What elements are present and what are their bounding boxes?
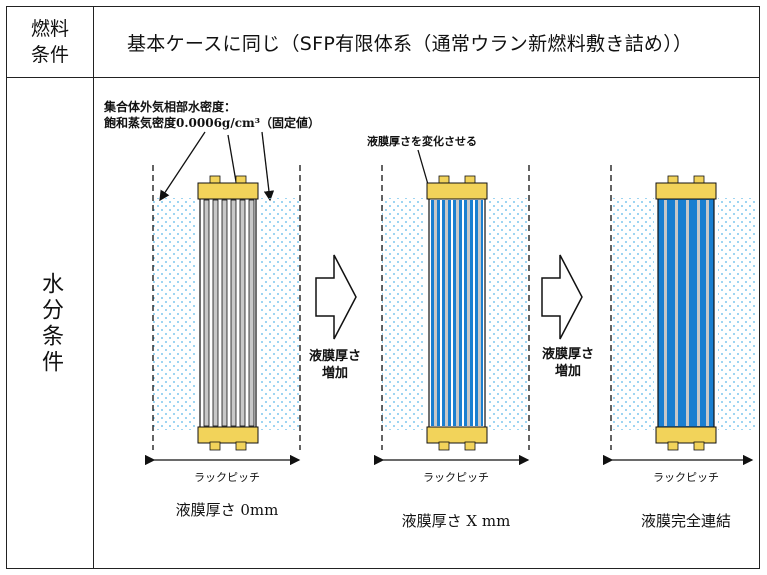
condition-table: 燃料 条件 基本ケースに同じ（SFP有限体系（通常ウラン新燃料敷き詰め）） 水分…: [6, 6, 760, 569]
fuel-rod: [478, 200, 481, 426]
bottom-nozzle: [426, 426, 488, 444]
panel-caption: 液膜厚さ 0mm: [176, 501, 279, 519]
rack-pitch-label: ラックピッチ: [194, 471, 260, 484]
bottom-nozzle: [197, 426, 259, 444]
fuel-rod: [664, 200, 667, 426]
panel-caption: 液膜厚さ X mm: [402, 512, 511, 530]
density-pointer-3: [261, 131, 275, 202]
fuel-rod: [697, 200, 700, 426]
arrow-label-line1: 液膜厚さ: [542, 346, 594, 362]
bottom-nozzle-tab: [438, 441, 450, 451]
bottom-nozzle: [655, 426, 717, 444]
fuel-rod: [686, 200, 689, 426]
top-nozzle: [655, 182, 717, 200]
top-nozzle: [197, 182, 259, 200]
column-divider: [93, 7, 94, 568]
fuel-rod: [456, 200, 459, 426]
rack-pitch-label: ラックピッチ: [423, 471, 489, 484]
row-divider: [7, 77, 759, 78]
bottom-nozzle-tab: [464, 441, 476, 451]
density-note-line2: 飽和蒸気密度0.0006g/cm³（固定値）: [103, 115, 320, 130]
bottom-nozzle-tab: [209, 441, 221, 451]
arrow-label-line2: 増加: [322, 365, 348, 381]
panel-film-connected: ラックピッチ 液膜完全連結: [602, 165, 756, 530]
panel-caption: 液膜完全連結: [641, 512, 731, 530]
increase-arrow-1: 液膜厚さ 増加: [309, 254, 361, 381]
increase-arrow-2: 液膜厚さ 増加: [541, 254, 594, 379]
fuel-rod: [230, 199, 237, 427]
top-nozzle: [426, 182, 488, 200]
bottom-nozzle-tab: [667, 441, 679, 451]
arrow-label-line2: 増加: [555, 363, 581, 379]
fuel-rod: [203, 199, 210, 427]
fuel-condition-value: 基本ケースに同じ（SFP有限体系（通常ウラン新燃料敷き詰め））: [127, 32, 693, 55]
fuel-condition-label: 燃料 条件: [30, 18, 69, 66]
fuel-rod: [434, 200, 437, 426]
fuel-rod: [239, 199, 246, 427]
arrow-label-line1: 液膜厚さ: [309, 348, 361, 364]
bottom-nozzle-tab: [235, 441, 247, 451]
rack-pitch-label: ラックピッチ: [653, 471, 719, 484]
density-note-line1: 集合体外気相部水密度：: [103, 99, 236, 114]
moisture-condition-label: 水分条件: [38, 271, 63, 376]
block-arrow: [541, 254, 583, 340]
moisture-condition-cell: 水分条件: [7, 79, 93, 568]
fuel-rod: [706, 200, 709, 426]
fuel-rod: [675, 200, 678, 426]
panel-film-0mm: ラックピッチ 液膜厚さ 0mm: [144, 165, 301, 519]
block-arrow: [315, 254, 357, 340]
fuel-rod: [221, 199, 228, 427]
panel-film-x-mm: ラックピッチ 液膜厚さ X mm: [373, 165, 530, 530]
bottom-nozzle-tab: [693, 441, 705, 451]
density-pointer-1: [159, 131, 206, 202]
fuel-rod: [212, 199, 219, 427]
vary-film-note: 液膜厚さを変化させる: [367, 134, 477, 148]
fuel-rod: [445, 200, 448, 426]
fuel-rod: [248, 199, 255, 427]
fuel-rod: [467, 200, 470, 426]
